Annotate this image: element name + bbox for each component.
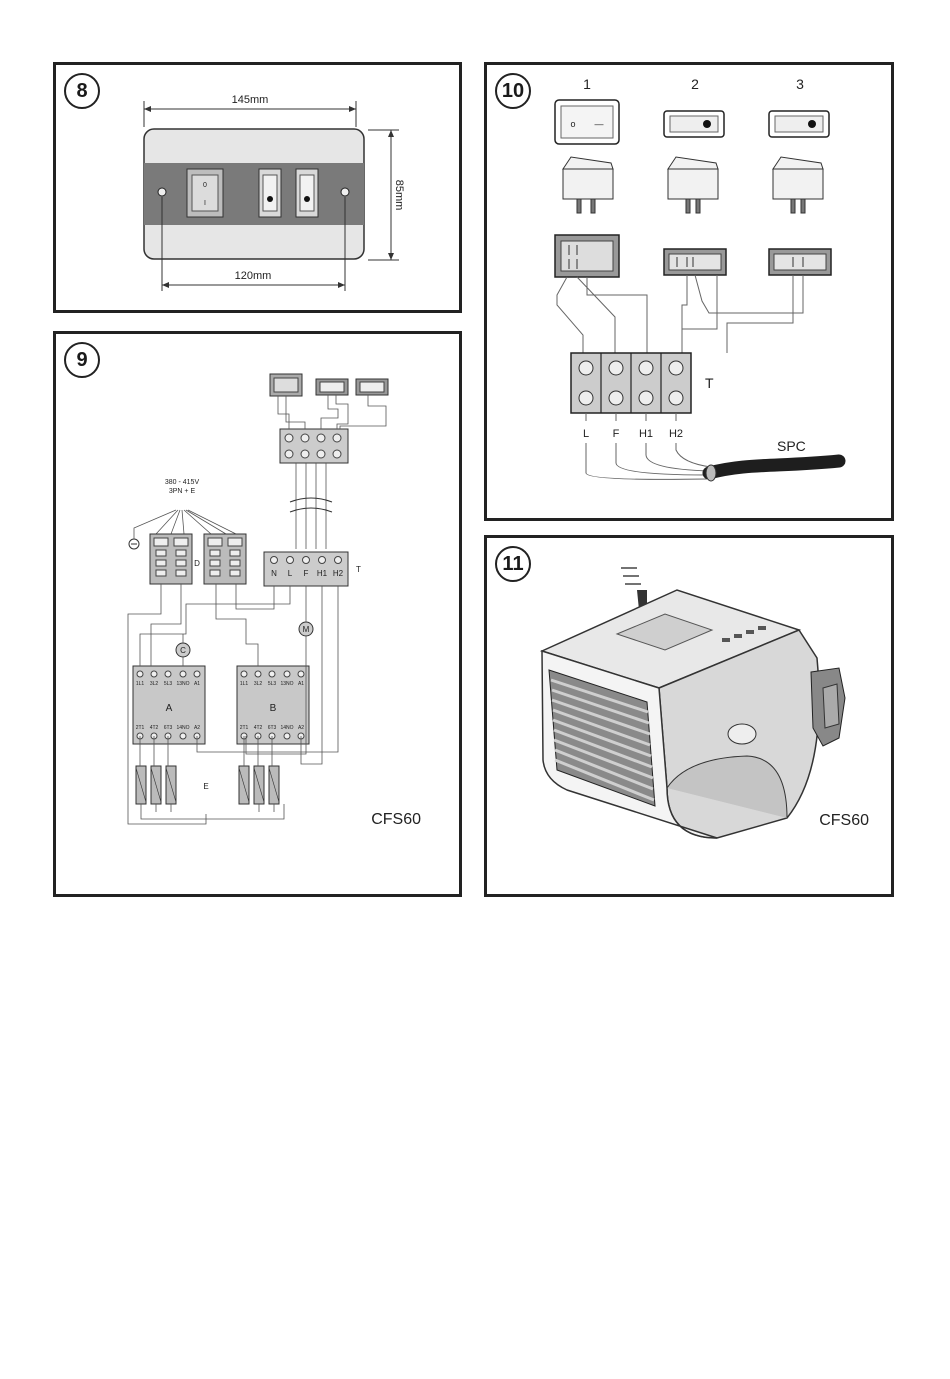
switch-1-off-mark: I (204, 200, 206, 207)
switch-2-body (668, 169, 718, 199)
figure-8-panel: 8 145mm 0 I 85mm (53, 62, 462, 313)
motor-label: M (303, 625, 310, 634)
switch-1-off-mark: — (595, 119, 604, 129)
terminal-h2: H2 (333, 569, 344, 578)
width-label: 145mm (232, 94, 269, 106)
switch-1-rocker (563, 157, 613, 169)
control-panel-band (144, 163, 364, 225)
height-label: 85mm (393, 180, 405, 211)
isolator-label: D (194, 559, 200, 568)
terminal-h1: H1 (639, 428, 653, 440)
contactor-a-term: 13NO (176, 681, 189, 687)
contactor-a-term: 6T3 (164, 725, 173, 731)
contactor-b-term: A2 (298, 725, 304, 731)
switch-3-body (773, 169, 823, 199)
contactor-b-term: A1 (298, 681, 304, 687)
remote-switch-wiring: 1 2 3 o — (487, 65, 891, 518)
terminal-f: F (613, 428, 620, 440)
contactor-a-term: 14NO (176, 725, 189, 731)
contactor-b-term: 5L3 (268, 681, 277, 687)
switch-number-1: 1 (583, 76, 591, 92)
switch-number-2: 2 (691, 76, 699, 92)
supply-phase-label: 3PN + E (169, 488, 196, 495)
contactor-a-term: 3L2 (150, 681, 159, 687)
element-label: E (203, 782, 208, 791)
contactor-b-term: 14NO (280, 725, 293, 731)
heater-logo-badge (728, 724, 756, 744)
terminal-l: L (288, 569, 293, 578)
contactor-b-term: 6T3 (268, 725, 277, 731)
contactor-b-term: 1L1 (240, 681, 249, 687)
contactor-b-term: 13NO (280, 681, 293, 687)
figure-10-panel: 10 1 2 3 o — (484, 62, 894, 521)
spc-cable (709, 461, 839, 473)
terminal-f: F (304, 569, 309, 578)
terminal-h2: H2 (669, 428, 683, 440)
terminal-l: L (583, 428, 589, 440)
contactor-a-term: A2 (194, 725, 200, 731)
terminal-n: N (271, 569, 277, 578)
supply-voltage-label: 380 - 415V (165, 479, 200, 486)
contactor-a-term: 1L1 (136, 681, 145, 687)
contactor-b-term: 3L2 (254, 681, 263, 687)
model-label: CFS60 (371, 811, 421, 828)
switch-2-rocker (668, 157, 718, 169)
contactor-a-term: 4T2 (150, 725, 159, 731)
contactor-a-term: 5L3 (164, 681, 173, 687)
contactor-a-term: 2T1 (136, 725, 145, 731)
terminal-block-label: T (356, 565, 361, 574)
terminal-h1: H1 (317, 569, 328, 578)
contactor-a-label: A (166, 703, 173, 714)
terminal-block-label: T (705, 375, 714, 391)
switch-1-on-mark: o (570, 119, 575, 129)
cable-label: SPC (777, 438, 806, 454)
switch-1-on-mark: 0 (203, 182, 207, 189)
wiring-diagram: 380 - 415V 3PN + E D N L F H1 (56, 334, 459, 894)
switch-1-body (563, 169, 613, 199)
heater-illustration: CFS60 (487, 538, 891, 894)
inner-width-label: 120mm (235, 270, 272, 282)
switch-3-rocker (773, 157, 823, 169)
figure-11-panel: 11 CFS60 (484, 535, 894, 897)
contactor-a-term: A1 (194, 681, 200, 687)
control-panel-dimension-drawing: 145mm 0 I 85mm 120mm (56, 65, 459, 310)
switch-number-3: 3 (796, 76, 804, 92)
contactor-b-label: B (270, 703, 277, 714)
contactor-b-term: 2T1 (240, 725, 249, 731)
contactor-b-term: 4T2 (254, 725, 263, 731)
fan-thermostat-label: C (180, 646, 186, 655)
figure-9-panel: 9 380 - 415V 3PN + E (53, 331, 462, 897)
model-label: CFS60 (819, 812, 869, 829)
